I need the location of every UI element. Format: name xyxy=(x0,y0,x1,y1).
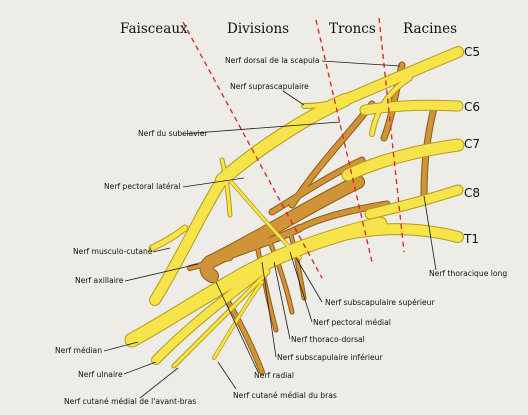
label-radial: Nerf radial xyxy=(254,371,294,380)
label-cutane-avant-bras: Nerf cutané médial de l'avant-bras xyxy=(64,397,196,406)
root-c7: C7 xyxy=(464,137,480,151)
label-subscapulaire-superieur: Nerf subscapulaire supérieur xyxy=(325,298,435,307)
label-musculo-cutane: Nerf musculo-cutané xyxy=(73,247,153,256)
leader-lines xyxy=(103,60,437,399)
root-c8: C8 xyxy=(464,186,480,200)
divider-line-faisceaux xyxy=(182,21,323,279)
label-pectoral-lateral: Nerf pectoral latéral xyxy=(104,182,180,191)
divider-line-troncs xyxy=(378,17,405,253)
label-thoraco-dorsal: Nerf thoraco-dorsal xyxy=(291,335,365,344)
label-axillaire: Nerf axillaire xyxy=(75,276,124,285)
section-dividers xyxy=(182,17,405,279)
label-ulnaire: Nerf ulnaire xyxy=(78,370,123,379)
label-subclavier: Nerf du subclavier xyxy=(138,129,208,138)
label-subscapulaire-inferieur: Nerf subscapulaire inférieur xyxy=(277,353,383,362)
label-dorsal-scapula: Nerf dorsal de la scapula xyxy=(225,56,320,65)
root-c6: C6 xyxy=(464,100,480,114)
root-t1: T1 xyxy=(463,232,479,246)
label-median: Nerf médian xyxy=(55,346,102,355)
root-c5: C5 xyxy=(464,45,480,59)
anterior-nerves-fill xyxy=(125,47,464,368)
header-faisceaux: Faisceaux xyxy=(120,21,188,37)
header-divisions: Divisions xyxy=(227,21,289,37)
header-racines: Racines xyxy=(403,21,457,37)
label-thoracique-long: Nerf thoracique long xyxy=(429,269,507,278)
label-suprascapulaire: Nerf suprascapulaire xyxy=(230,82,309,91)
label-cutane-bras: Nerf cutané médial du bras xyxy=(233,391,337,400)
label-pectoral-medial: Nerf pectoral médial xyxy=(313,318,391,327)
header-troncs: Troncs xyxy=(329,21,376,37)
